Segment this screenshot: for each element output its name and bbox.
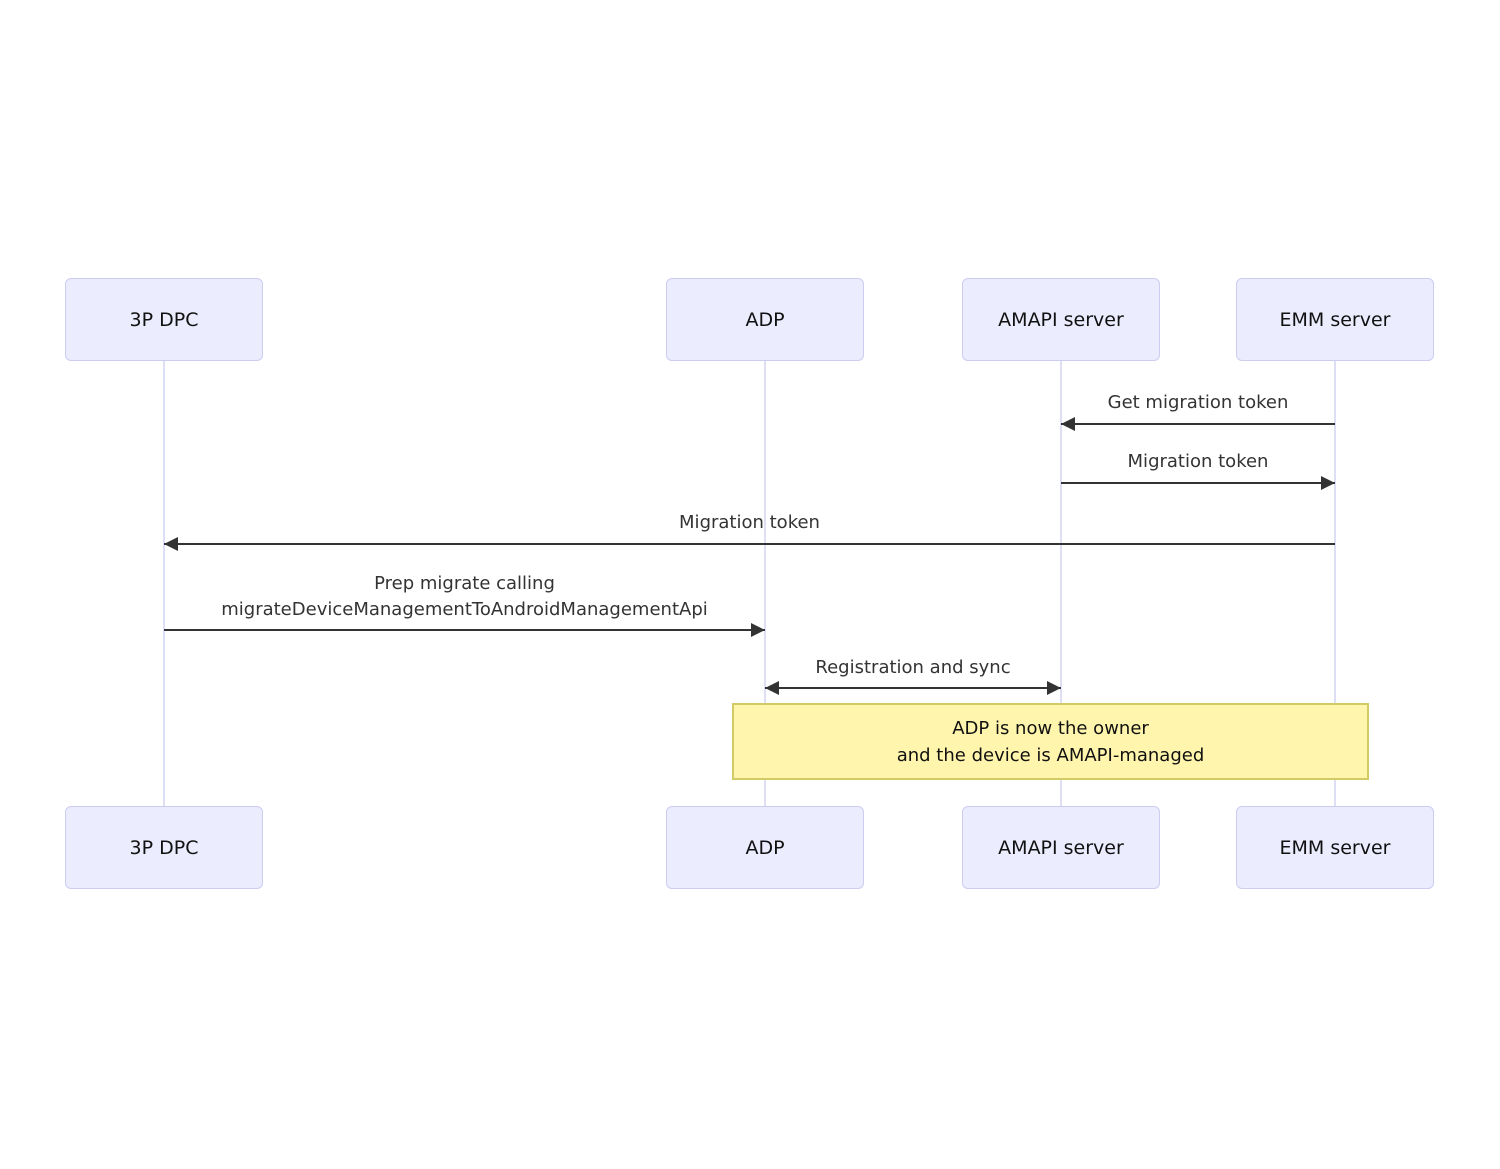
message-line-registration-and-sync — [765, 687, 1061, 689]
message-line-migration-token-amapi-emm — [1061, 482, 1335, 484]
message-label-migration-token-amapi-emm: Migration token — [1127, 451, 1269, 472]
participant-box-bottom-emm-server[interactable]: EMM server — [1236, 806, 1434, 889]
lifeline-emm-server — [1334, 361, 1336, 806]
participant-box-top-emm-server[interactable]: EMM server — [1236, 278, 1434, 361]
message-label-registration-and-sync: Registration and sync — [815, 657, 1011, 678]
participant-label: AMAPI server — [998, 308, 1124, 331]
note-line-1: ADP is now the owner — [952, 717, 1149, 739]
participant-label: ADP — [745, 308, 785, 331]
participant-label: 3P DPC — [129, 836, 199, 859]
participant-box-top-amapi-server[interactable]: AMAPI server — [962, 278, 1160, 361]
arrowhead-right-icon — [751, 623, 765, 637]
note-box-adp-owner: ADP is now the owner and the device is A… — [732, 703, 1369, 780]
lifeline-3p-dpc — [163, 361, 165, 806]
arrowhead-left-icon — [1061, 417, 1075, 431]
participant-label: EMM server — [1279, 836, 1391, 859]
arrowhead-left-icon — [164, 537, 178, 551]
arrowhead-left-icon — [765, 681, 779, 695]
message-label-prep-migrate: Prep migrate calling migrateDeviceManage… — [164, 571, 765, 623]
message-label-migration-token-emm-dpc: Migration token — [679, 512, 820, 533]
message-line-get-migration-token — [1061, 423, 1335, 425]
message-line-prep-migrate — [164, 629, 765, 631]
note-line-2: and the device is AMAPI-managed — [896, 744, 1205, 766]
lifeline-amapi-server — [1060, 361, 1062, 806]
participant-box-bottom-3p-dpc[interactable]: 3P DPC — [65, 806, 263, 889]
lifeline-adp — [764, 361, 766, 806]
participant-box-top-3p-dpc[interactable]: 3P DPC — [65, 278, 263, 361]
participant-box-bottom-adp[interactable]: ADP — [666, 806, 864, 889]
participant-label: AMAPI server — [998, 836, 1124, 859]
participant-label: ADP — [745, 836, 785, 859]
message-label-get-migration-token: Get migration token — [1107, 392, 1289, 413]
message-label-line-1: Prep migrate calling — [374, 573, 555, 594]
participant-label: 3P DPC — [129, 308, 199, 331]
participant-label: EMM server — [1279, 308, 1391, 331]
message-line-migration-token-emm-dpc — [164, 543, 1335, 545]
participant-box-bottom-amapi-server[interactable]: AMAPI server — [962, 806, 1160, 889]
participant-box-top-adp[interactable]: ADP — [666, 278, 864, 361]
message-label-line-2: migrateDeviceManagementToAndroidManageme… — [221, 599, 708, 620]
arrowhead-right-icon — [1321, 476, 1335, 490]
arrowhead-right-icon — [1047, 681, 1061, 695]
